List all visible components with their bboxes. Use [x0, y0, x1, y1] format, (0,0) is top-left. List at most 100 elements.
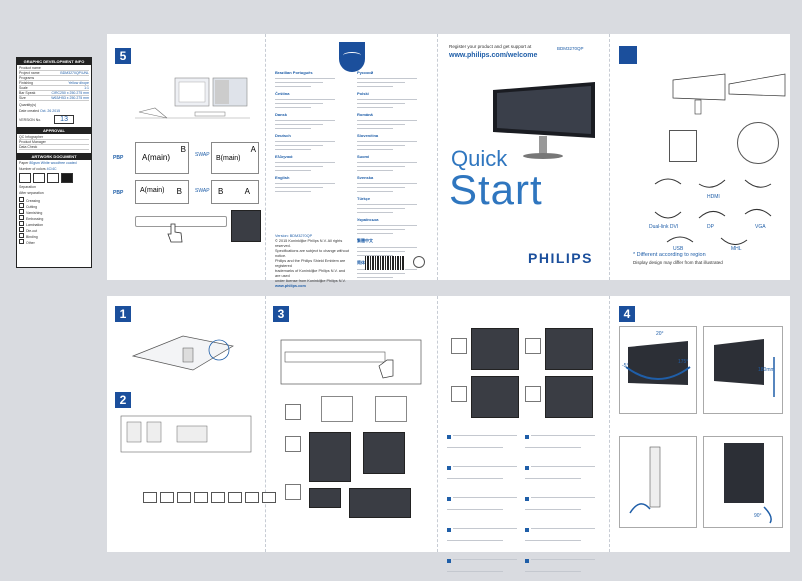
text-line — [275, 187, 323, 188]
text-line — [357, 187, 405, 188]
text-line — [447, 571, 503, 572]
cable-label-vga: VGA — [755, 224, 766, 230]
text-line — [275, 78, 335, 79]
stand-base-icon — [669, 130, 697, 162]
text-line — [357, 229, 405, 230]
checkbox[interactable] — [19, 197, 24, 202]
text-line — [357, 233, 393, 234]
panel-4: 4 -5° 20° 175° 180mm — [609, 296, 790, 552]
text-line — [453, 528, 517, 529]
philips-shield-logo — [339, 42, 365, 72]
checklist-label: Binding — [26, 235, 38, 239]
checklist-item[interactable]: Creasing — [19, 197, 89, 203]
text-line — [357, 145, 405, 146]
text-line — [357, 255, 393, 256]
checkbox[interactable] — [19, 203, 24, 208]
monitor-back-view — [672, 73, 726, 115]
text-line — [275, 99, 335, 100]
checklist-item[interactable]: Cutting — [19, 203, 89, 209]
height-box: 180mm — [703, 326, 783, 414]
height-label: 180mm — [758, 367, 775, 373]
step-number-2: 2 — [115, 392, 131, 408]
desk-illustration — [135, 72, 250, 138]
osd-screen-1 — [309, 432, 351, 482]
text-line — [275, 128, 311, 129]
pbp-cell: A(main) — [140, 187, 165, 194]
text-line — [357, 120, 417, 121]
ports-illustration — [120, 415, 252, 453]
shield-wave — [343, 52, 361, 59]
barcode — [365, 256, 405, 270]
paper-label: Paper — [19, 161, 29, 165]
text-line — [357, 82, 405, 83]
text-line — [531, 435, 595, 436]
form-row-label: Product name — [19, 66, 41, 70]
checklist-item[interactable]: Lamination — [19, 221, 89, 227]
form-row-value: Yellow dhope — [68, 81, 89, 85]
language-title: Slovenčina — [357, 133, 379, 138]
usb-cable-icon — [666, 236, 694, 243]
checkbox[interactable] — [19, 221, 24, 226]
form-row: Programs — [19, 76, 89, 81]
note-bullet — [525, 435, 529, 439]
checklist-item[interactable]: Embossing — [19, 215, 89, 221]
text-line — [275, 162, 335, 163]
text-line — [357, 225, 417, 226]
pbp-label-1: PBP — [113, 155, 124, 161]
control-button-bar — [135, 216, 227, 227]
checklist-item[interactable]: Binding — [19, 233, 89, 239]
text-line — [525, 509, 581, 510]
pbp-cell: A(main) — [142, 153, 171, 162]
checkbox[interactable] — [19, 215, 24, 220]
text-line — [275, 149, 311, 150]
menu-icon-a — [285, 436, 301, 452]
note-bullet — [525, 528, 529, 532]
checkbox[interactable] — [19, 239, 24, 244]
language-title: Türkçe — [357, 196, 371, 201]
checkbox[interactable] — [19, 209, 24, 214]
checkbox[interactable] — [19, 233, 24, 238]
text-line — [453, 435, 517, 436]
form-row-label: Project name — [19, 71, 40, 75]
pbp-screen-1: A(main) B — [135, 142, 189, 174]
port-icon — [160, 492, 174, 503]
text-line — [275, 107, 311, 108]
version-block: Version: BDM3270QP © 2015 Koninklijke Ph… — [275, 234, 349, 289]
text-line — [357, 251, 405, 252]
quantity-label: Quantity(s) — [19, 103, 37, 107]
text-line — [357, 277, 393, 278]
text-line — [357, 247, 417, 248]
osd-language-notes — [447, 426, 603, 581]
text-line — [357, 170, 393, 171]
checklist-item[interactable]: Varnishing — [19, 209, 89, 215]
color-swatch — [61, 173, 73, 183]
text-line — [357, 162, 417, 163]
register-text: Register your product and get support at — [449, 44, 532, 49]
text-line — [275, 166, 323, 167]
language-block: Русский — [357, 70, 431, 87]
pbp-cell: A — [244, 187, 250, 196]
language-block: Brazilian Português — [275, 70, 349, 87]
pivot-label: 90° — [754, 513, 762, 519]
checkbox[interactable] — [19, 227, 24, 232]
desk-scene-svg — [135, 77, 250, 119]
version-value: 13 — [54, 115, 74, 124]
tilt-illustration — [625, 341, 691, 385]
power-button-large-1 — [321, 396, 353, 422]
text-line — [357, 212, 393, 213]
checklist-item[interactable]: Die-cut — [19, 227, 89, 233]
language-block: Svenska — [357, 175, 431, 192]
osd-icon-1 — [451, 338, 467, 354]
start-title: Start — [449, 166, 543, 213]
checklist-item[interactable]: Other — [19, 239, 89, 245]
form-row-label: Programs — [19, 76, 35, 80]
text-line — [531, 466, 595, 467]
trademark-text-2: trademarks of Koninklijke Philips N.V. a… — [275, 269, 346, 278]
pbp-cell: A — [250, 145, 256, 154]
spec-text: Specifications are subject to change wit… — [275, 249, 349, 258]
pbp-cell: B — [176, 187, 182, 196]
cd-icon — [737, 122, 779, 164]
